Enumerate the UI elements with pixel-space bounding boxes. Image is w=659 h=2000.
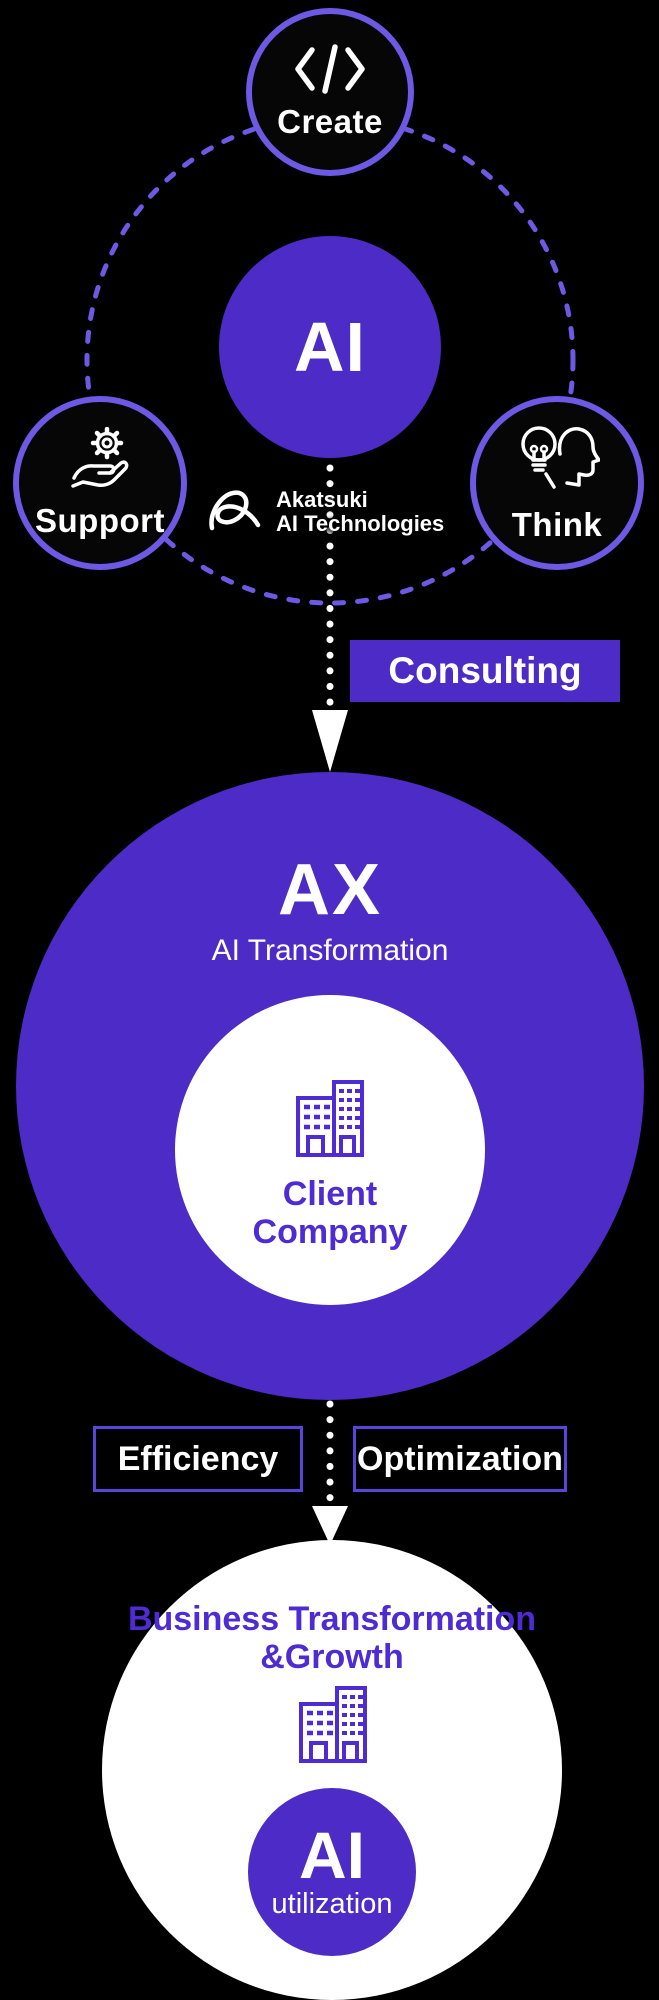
hand-gear-icon xyxy=(71,426,129,488)
building-icon xyxy=(296,1080,364,1157)
building-icon xyxy=(299,1686,367,1763)
brand-line-2: AI Technologies xyxy=(276,511,445,536)
consulting-tag: Consulting xyxy=(350,640,620,702)
brand-logo: Akatsuki AI Technologies xyxy=(206,486,444,538)
business-result-circle: Business Transformation &Growth xyxy=(102,1540,562,2000)
client-company-circle: Client Company xyxy=(175,995,485,1305)
orbit-node-create: Create xyxy=(246,8,414,176)
ax-subtitle: AI Transformation xyxy=(211,934,449,967)
client-line-1: Client xyxy=(282,1175,378,1213)
code-icon xyxy=(295,43,365,94)
lightbulb-head-icon xyxy=(521,425,600,489)
ai-utilization-sublabel: utilization xyxy=(271,1887,393,1920)
support-label: Support xyxy=(35,501,165,539)
efficiency-tag: Efficiency xyxy=(93,1426,303,1492)
think-label: Think xyxy=(511,505,603,543)
create-label: Create xyxy=(277,102,383,140)
client-line-2: Company xyxy=(252,1213,408,1251)
result-line-2: &Growth xyxy=(260,1638,404,1676)
ai-utilization-label: AI xyxy=(299,1817,365,1892)
orbit-node-think: Think xyxy=(470,396,644,570)
efficiency-label: Efficiency xyxy=(117,1439,279,1478)
ai-utilization-circle: AI utilization xyxy=(248,1788,416,1956)
optimization-tag: Optimization xyxy=(353,1426,567,1492)
consulting-label: Consulting xyxy=(388,650,582,691)
ax-transformation-circle: AX AI Transformation xyxy=(16,772,644,1400)
brand-text: Akatsuki AI Technologies xyxy=(276,488,444,536)
brand-line-1: Akatsuki xyxy=(276,487,368,512)
orbit-node-support: Support xyxy=(13,396,187,570)
dotted-arrow-down-icon xyxy=(312,464,348,772)
akatsuki-logo-icon xyxy=(209,490,261,531)
ai-core-circle: AI xyxy=(219,236,441,458)
client-company-label: Client Company xyxy=(253,1175,408,1251)
result-title: Business Transformation &Growth xyxy=(102,1600,562,1676)
orbit-dashed-ring xyxy=(84,114,576,606)
dotted-arrow-down-icon xyxy=(312,1400,348,1545)
ai-core-label: AI xyxy=(294,308,366,386)
optimization-label: Optimization xyxy=(357,1439,563,1478)
result-line-1: Business Transformation xyxy=(127,1600,537,1638)
ax-title: AX xyxy=(277,850,383,930)
